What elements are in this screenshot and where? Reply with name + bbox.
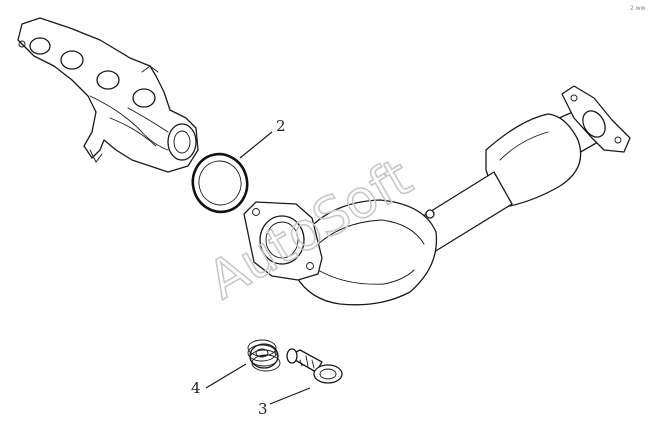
corner-mark: 2 ww [630, 5, 646, 12]
catalytic-converter-pipe [243, 85, 631, 306]
callout-label-2: 2 [276, 117, 286, 135]
leader-line-4 [205, 363, 247, 389]
spring [247, 339, 281, 372]
exhaust-manifold [17, 17, 199, 173]
callout-label-3: 3 [258, 400, 268, 418]
leader-line-2 [239, 131, 273, 159]
bolt [286, 348, 343, 384]
leader-line-3 [269, 387, 311, 405]
manifold-gasket [191, 152, 249, 214]
callout-label-4: 4 [191, 379, 201, 397]
